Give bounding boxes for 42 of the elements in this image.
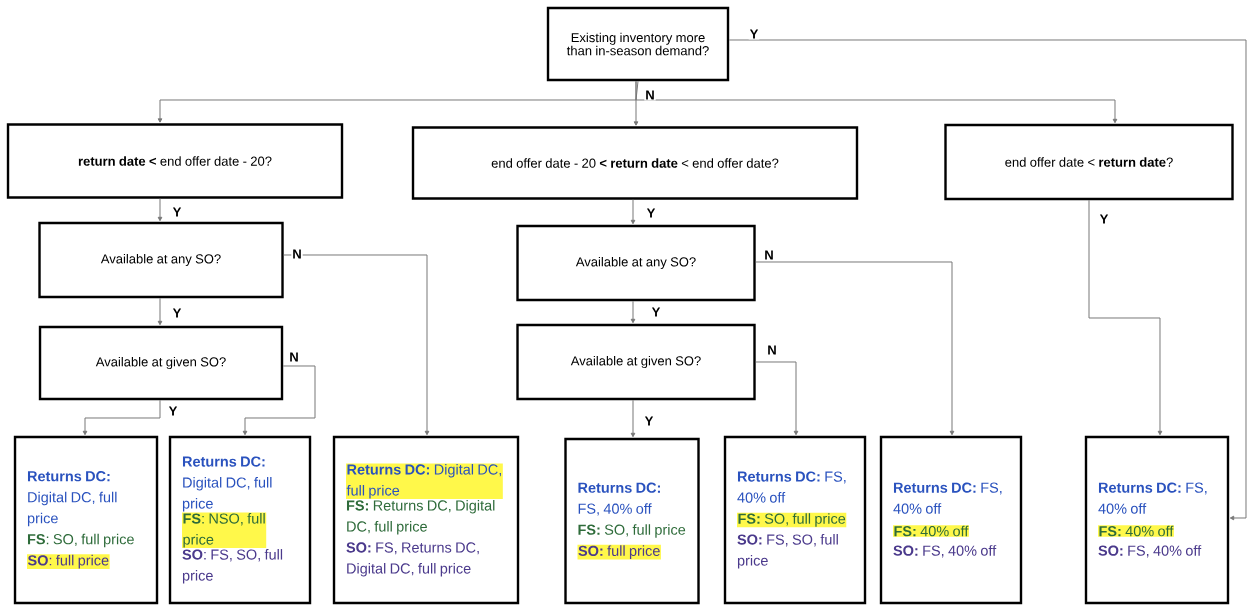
edge-label: N [644, 89, 656, 101]
edge-label: N [766, 344, 778, 356]
outcome-box: Returns DC: FS, 40% off FS: 40% off SO: FS, 40% off [879, 435, 1023, 605]
edge-label: Y [643, 415, 655, 427]
connector-arrow [242, 365, 316, 436]
edge-label: Y [650, 306, 662, 318]
edge-label: Y [1098, 213, 1110, 225]
edge-label: Y [167, 405, 179, 417]
decision-box: end offer date - 20 < return date < end offer date? [411, 126, 859, 200]
edge-label: N [291, 248, 303, 260]
decision-box: Available at given SO? [38, 325, 284, 401]
edge-label: Y [171, 307, 183, 319]
connector-arrow [157, 297, 163, 326]
decision-box: Existing inventory more than in-season demand? [546, 6, 730, 82]
edge-label: Y [748, 28, 760, 40]
connector-arrow [283, 254, 430, 436]
decision-box: return date < end offer date - 20? [6, 123, 344, 199]
outcome-box: Returns DC: Digital DC, full price FS: SO, full price SO: full price [13, 435, 159, 605]
decision-box: Available at any SO? [516, 224, 756, 302]
outcome-box: Returns DC: FS, 40% off FS: SO, full price SO: full price [564, 437, 700, 605]
decision-box: end offer date < return date? [944, 123, 1234, 201]
connector-arrow [630, 300, 636, 324]
outcome-box: Returns DC: FS, 40% off FS: 40% off SO: FS, 40% off [1084, 435, 1230, 605]
connector-arrow [157, 80, 639, 123]
outcome-box: Returns DC: Digital DC, full price FS: Returns DC, Digital DC, full price SO: FS, Returns DC, Digital DC, full price [332, 435, 520, 605]
outcome-box: Returns DC: Digital DC, full price FS: NSO, full price SO: FS, SO, full price [168, 435, 312, 605]
connector-arrow [157, 198, 163, 222]
connector-arrow [755, 361, 799, 436]
connector-arrow [82, 399, 161, 436]
connector-arrow [728, 39, 1247, 521]
connector-arrow [635, 80, 1118, 124]
edge-label: N [763, 249, 775, 261]
edge-label: Y [171, 206, 183, 218]
decision-box: Available at given SO? [516, 323, 756, 401]
connector-arrow [755, 261, 955, 436]
edge-label: N [288, 351, 300, 363]
outcome-box: Returns DC: FS, 40% off FS: SO, full price SO: FS, SO, full price [723, 435, 867, 605]
connector-arrow [630, 199, 636, 225]
connector-arrow [630, 399, 636, 438]
edge-label: Y [645, 207, 657, 219]
connector-arrow [1088, 199, 1163, 436]
decision-box: Available at any SO? [38, 221, 284, 299]
